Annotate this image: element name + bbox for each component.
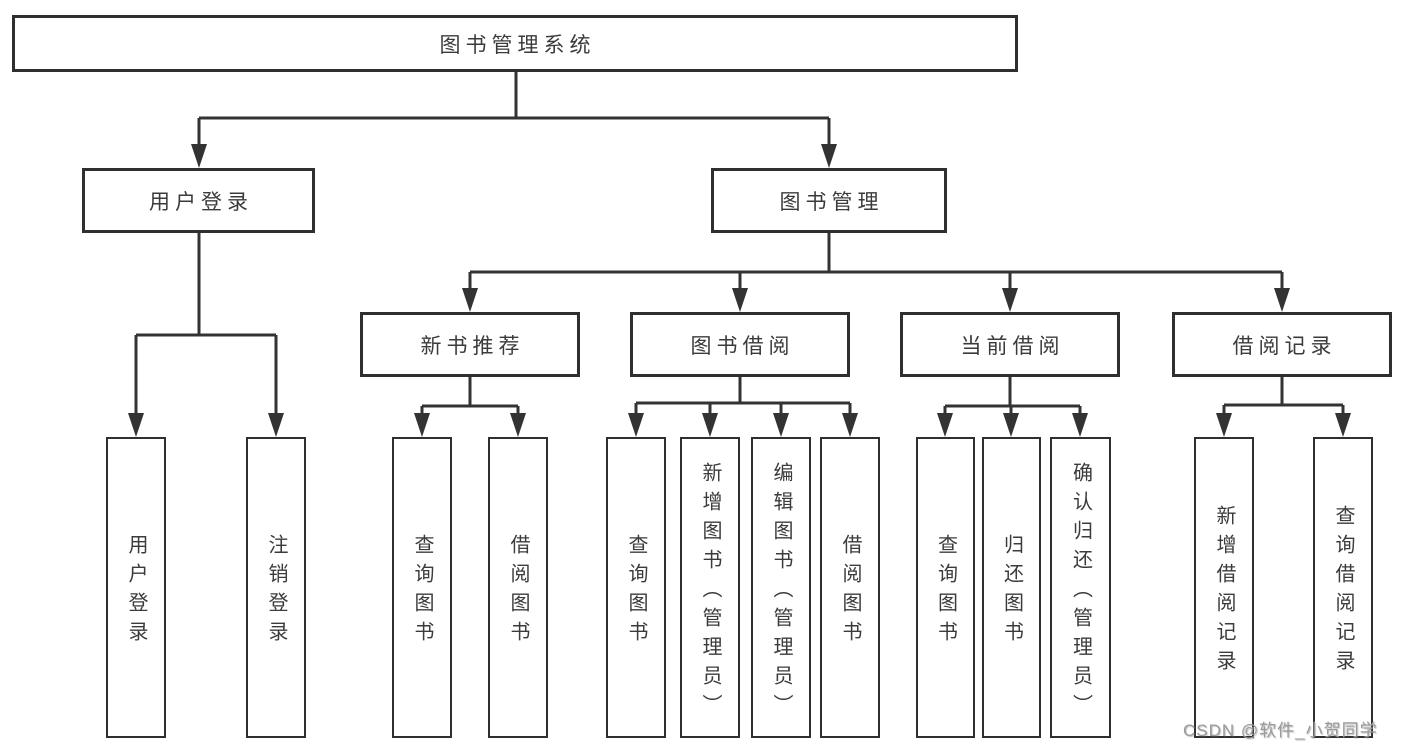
node-label: 新增图书（管理员） xyxy=(699,461,721,723)
leaf-query-borrow-record: 查询借阅记录 xyxy=(1313,437,1373,738)
leaf-add-book-admin: 新增图书（管理员） xyxy=(680,437,740,738)
node-label: 查询图书 xyxy=(934,534,957,650)
node-book-management: 图书管理 xyxy=(711,168,947,233)
node-label: 新增借阅记录 xyxy=(1213,505,1235,679)
leaf-query-books-borrow: 查询图书 xyxy=(606,437,666,738)
node-user-login: 用户登录 xyxy=(82,168,315,233)
leaf-query-books-recommend: 查询图书 xyxy=(392,437,452,738)
node-label: 用户登录 xyxy=(149,190,253,214)
node-label: 图书管理 xyxy=(779,190,884,214)
node-label: 注销登录 xyxy=(265,534,287,650)
node-root: 图书管理系统 xyxy=(12,15,1018,72)
node-label: 用户登录 xyxy=(125,534,147,650)
node-label: 当前借阅 xyxy=(960,334,1065,358)
node-book-borrow: 图书借阅 xyxy=(630,312,850,377)
node-label: 归还图书 xyxy=(1000,534,1023,650)
leaf-query-books-current: 查询图书 xyxy=(916,437,975,738)
leaf-return-book: 归还图书 xyxy=(982,437,1041,738)
node-label: 图书借阅 xyxy=(690,334,795,358)
leaf-add-borrow-record: 新增借阅记录 xyxy=(1194,437,1254,738)
node-borrow-records: 借阅记录 xyxy=(1172,312,1392,377)
node-current-borrow: 当前借阅 xyxy=(900,312,1120,377)
node-label: 借阅图书 xyxy=(839,534,861,650)
node-label: 确认归还（管理员） xyxy=(1069,461,1092,723)
leaf-borrow-books: 借阅图书 xyxy=(820,437,880,738)
node-label: 借阅图书 xyxy=(507,534,529,650)
leaf-user-login: 用户登录 xyxy=(106,437,166,738)
leaf-borrow-books-recommend: 借阅图书 xyxy=(488,437,548,738)
leaf-logout: 注销登录 xyxy=(246,437,306,738)
node-label: 图书管理系统 xyxy=(439,33,596,57)
leaf-confirm-return-admin: 确认归还（管理员） xyxy=(1050,437,1111,738)
csdn-watermark: CSDN @软件_小贺同学 xyxy=(1183,721,1378,740)
leaf-edit-book-admin: 编辑图书（管理员） xyxy=(751,437,811,738)
node-label: 借阅记录 xyxy=(1232,334,1337,358)
node-label: 查询借阅记录 xyxy=(1332,505,1354,679)
node-label: 编辑图书（管理员） xyxy=(770,461,792,723)
node-label: 新书推荐 xyxy=(420,334,525,358)
node-new-book-recommend: 新书推荐 xyxy=(360,312,580,377)
node-label: 查询图书 xyxy=(625,534,647,650)
node-label: 查询图书 xyxy=(411,534,433,650)
